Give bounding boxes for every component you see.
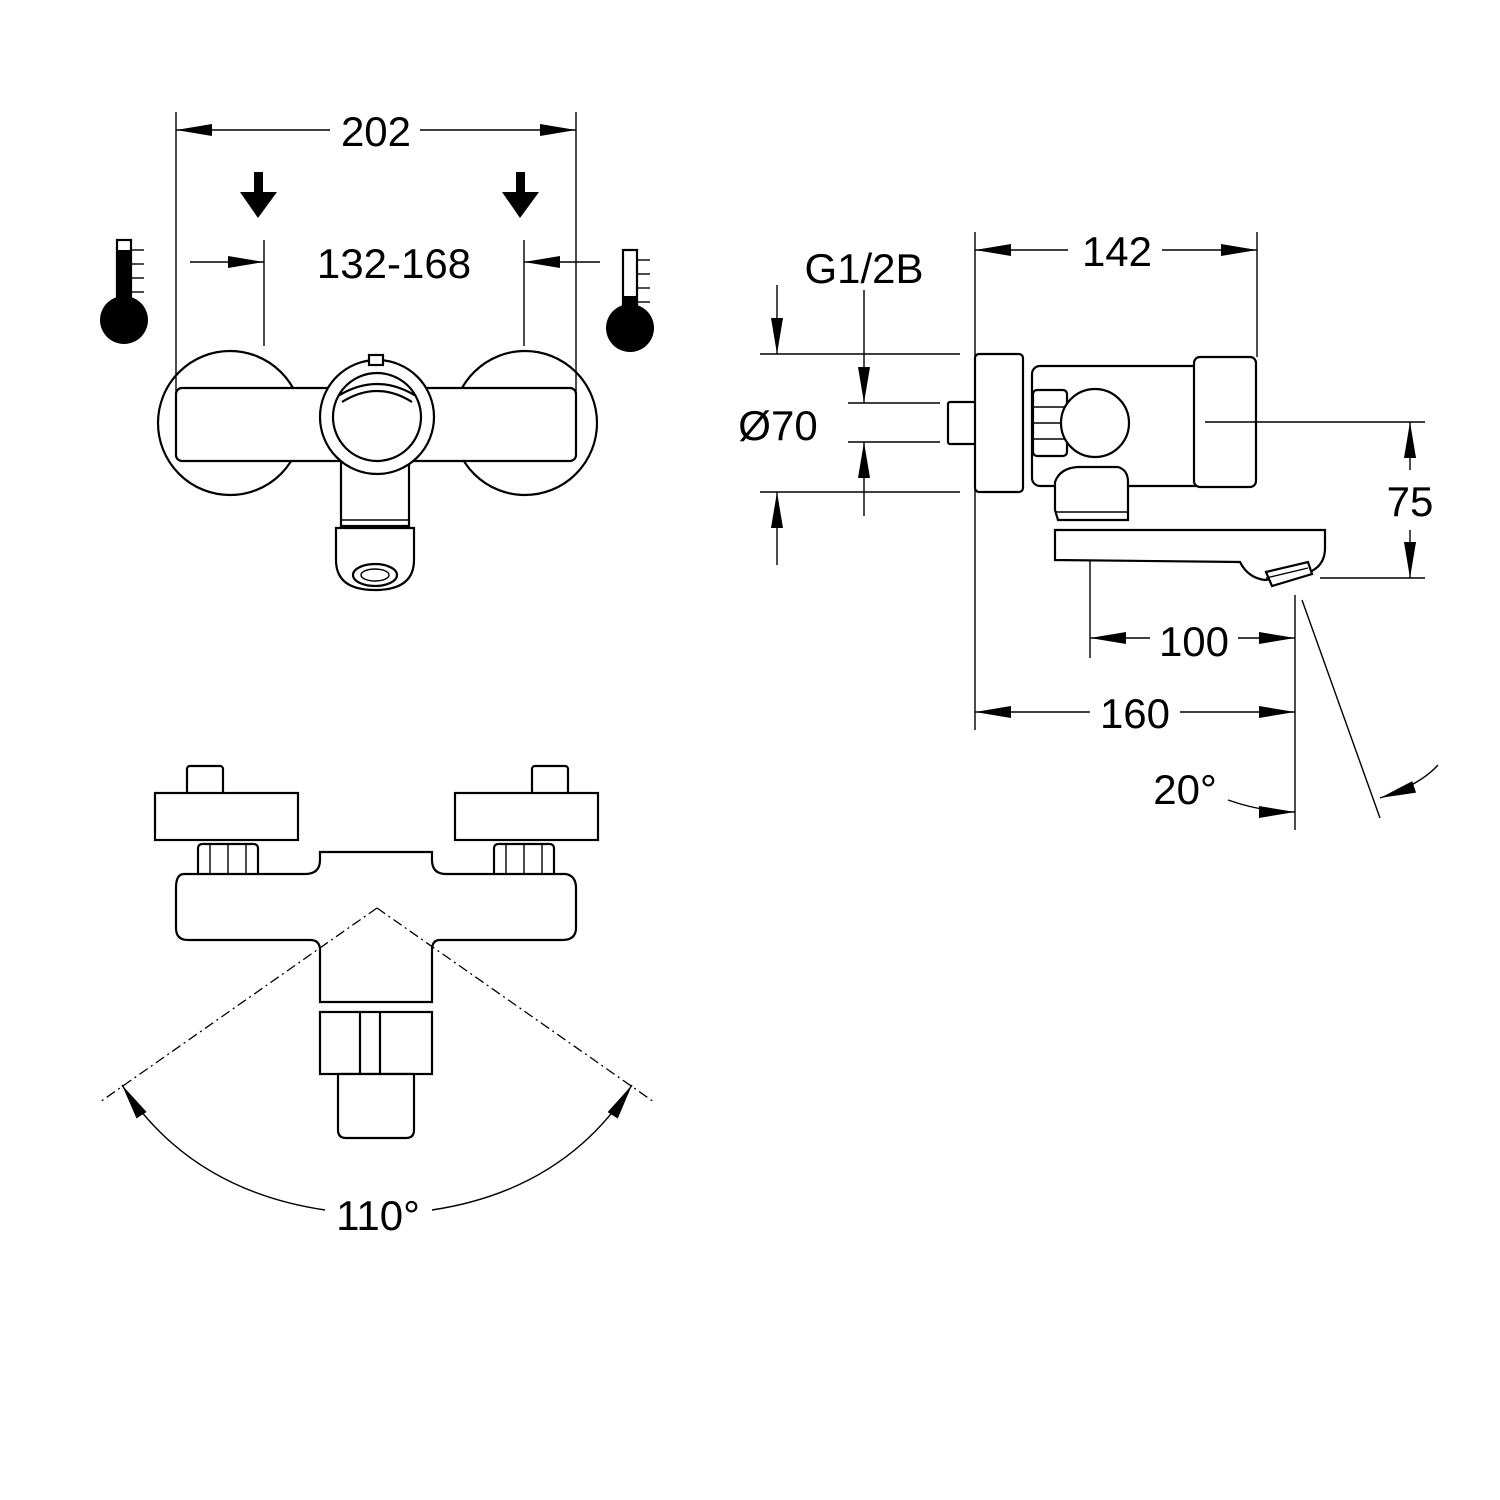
width-total-label: 202 <box>341 108 411 155</box>
spout-height-label: 75 <box>1387 478 1434 525</box>
inlet-spacing-label: 132-168 <box>317 240 471 287</box>
spout-tilt-angle-label: 20° <box>1153 766 1217 813</box>
inlet-arrow-icon <box>502 172 539 218</box>
depth-body-label: 142 <box>1082 228 1152 275</box>
side-view <box>760 232 1439 830</box>
front-view <box>100 112 654 592</box>
spout-reach-label: 100 <box>1159 618 1229 665</box>
rosette-diameter-label: Ø70 <box>738 402 817 449</box>
cold-water-thermometer-icon <box>606 248 654 352</box>
connection-thread-label: G1/2B <box>804 245 923 292</box>
top-view <box>99 764 655 1211</box>
handle-swivel-angle-label: 110° <box>336 1192 420 1239</box>
total-projection-label: 160 <box>1100 690 1170 737</box>
hot-water-thermometer-icon <box>100 238 148 344</box>
inlet-arrow-icon <box>240 172 277 218</box>
